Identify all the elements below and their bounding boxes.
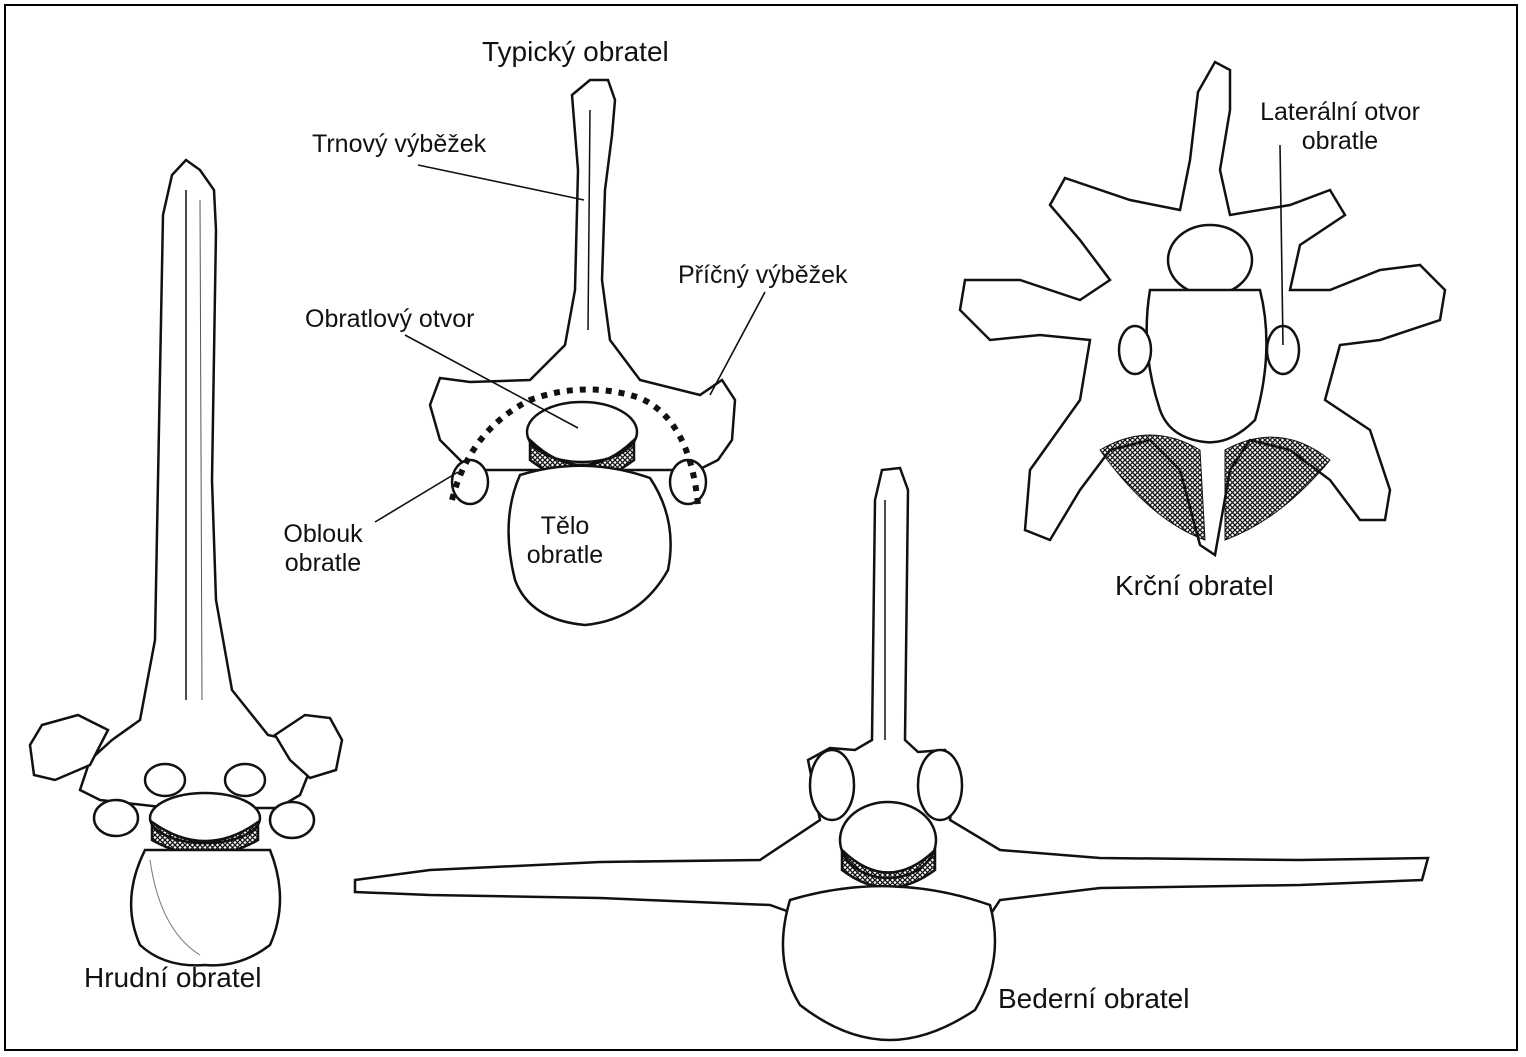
title-typical: Typický obratel <box>482 36 669 68</box>
label-body-line2: obratle <box>510 541 620 570</box>
label-vertebral-foramen: Obratlový otvor <box>305 305 475 334</box>
label-lateral-line2: obratle <box>1240 127 1440 156</box>
leader-transverse <box>710 292 765 395</box>
leader-arch <box>375 472 458 522</box>
label-body: Tělo obratle <box>510 512 620 570</box>
title-cervical: Krční obratel <box>1115 570 1274 602</box>
label-spinous-process: Trnový výběžek <box>312 130 486 159</box>
title-lumbar: Bederní obratel <box>998 983 1189 1015</box>
lumbar-body <box>783 886 995 1040</box>
label-lateral-line1: Laterální otvor <box>1240 98 1440 127</box>
title-thoracic: Hrudní obratel <box>84 962 261 994</box>
label-body-line1: Tělo <box>510 512 620 541</box>
thoracic-spinous-process <box>80 160 310 808</box>
label-arch-line2: obratle <box>268 549 378 578</box>
label-arch-line1: Oblouk <box>268 520 378 549</box>
label-lateral-foramen: Laterální otvor obratle <box>1240 98 1440 156</box>
cervical-foramen <box>1168 225 1252 295</box>
leader-spinous <box>418 165 584 200</box>
cervical-body <box>1147 290 1267 442</box>
thoracic-body <box>131 850 280 965</box>
label-arch: Oblouk obratle <box>268 520 378 578</box>
label-transverse-process: Příčný výběžek <box>678 261 848 290</box>
